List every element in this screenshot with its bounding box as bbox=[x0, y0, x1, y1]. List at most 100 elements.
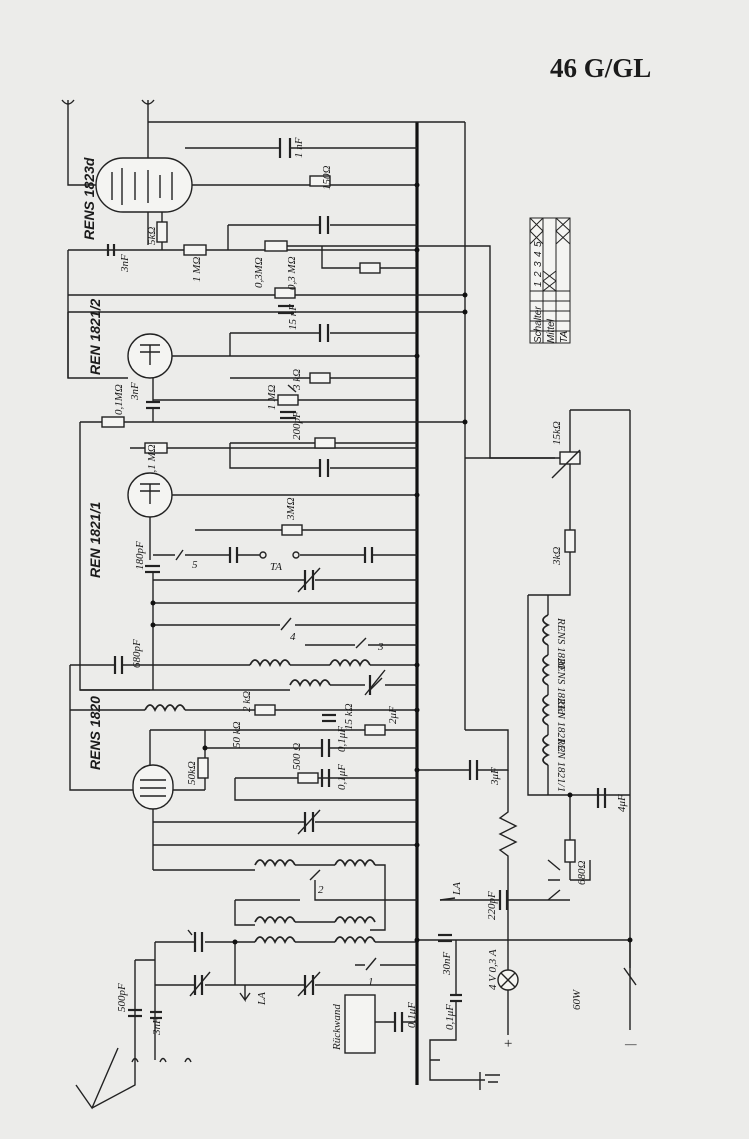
label-30nf: 30nF bbox=[441, 952, 453, 977]
label-150: 150Ω bbox=[321, 166, 333, 191]
label-1nf: 1 nF bbox=[293, 137, 305, 158]
label-01uf-d: 0,1μF bbox=[444, 1004, 456, 1030]
coil-row-4 bbox=[234, 899, 417, 945]
tube-label-4: RENS 1820 bbox=[87, 696, 103, 770]
tube-rens-1820 bbox=[132, 730, 205, 870]
label-50k-b: 50kΩ bbox=[186, 761, 198, 785]
label-3nf-c: 3nF bbox=[151, 1017, 163, 1036]
mains-switch bbox=[623, 940, 637, 1030]
resistor-3m bbox=[195, 524, 417, 536]
junction-dots bbox=[150, 182, 633, 945]
label-1m-b: 1 MΩ bbox=[266, 385, 278, 410]
label-01uf-c: 0,1μF bbox=[406, 1002, 418, 1028]
label-ruckwand: Rückwand bbox=[331, 1004, 343, 1051]
switch-4 bbox=[153, 617, 417, 631]
label-200pf: 200pF bbox=[291, 411, 303, 440]
label-220pf: 220pF bbox=[486, 891, 498, 920]
label-180pf: 180pF bbox=[134, 541, 146, 570]
capacitor-180pf bbox=[145, 564, 160, 690]
capacitor-3nf-c bbox=[150, 1010, 162, 1020]
variable-capacitor-b bbox=[153, 809, 417, 846]
label-5k: 5kΩ bbox=[146, 227, 158, 245]
resistor-3k-b bbox=[528, 529, 576, 596]
resistor-5k bbox=[68, 212, 417, 251]
ground-icon bbox=[429, 1059, 500, 1090]
tube-label-3: REN 1821/1 bbox=[87, 502, 103, 578]
switch-table bbox=[529, 217, 571, 344]
tube-ren-1821-1 bbox=[127, 472, 417, 560]
label-fil-3: REN 1821/2 bbox=[555, 697, 567, 753]
label-3k-b: 3kΩ bbox=[551, 547, 563, 566]
resistor-3k-a bbox=[230, 372, 417, 384]
label-2k: 2 kΩ bbox=[241, 691, 253, 712]
la-arrow-icon bbox=[239, 985, 251, 1003]
label-sw3: 3 bbox=[377, 641, 384, 653]
label-01uf-a: 0,1μF bbox=[336, 726, 348, 752]
label-01m-a: 0,1MΩ bbox=[113, 384, 125, 415]
label-fil-1: RENS 1820 bbox=[555, 617, 567, 670]
switch-1 bbox=[154, 929, 417, 1060]
label-1m-a: 1 MΩ bbox=[191, 257, 203, 282]
page-title: 46 G/GL bbox=[550, 53, 651, 83]
capacitor-15nf bbox=[68, 304, 465, 315]
resistor-load-zigzag bbox=[498, 770, 518, 900]
resistor-500 bbox=[234, 769, 417, 801]
label-2uf: 2μF bbox=[387, 706, 399, 724]
label-03m-b: 0,3 MΩ bbox=[286, 256, 298, 290]
label-3m: 3MΩ bbox=[285, 497, 297, 521]
label-3k-a: 3 kΩ bbox=[291, 369, 303, 391]
label-50k-a: 50 kΩ bbox=[231, 721, 243, 748]
antenna-symbol-icon bbox=[75, 1047, 192, 1110]
table-row-mittel: Mittel bbox=[546, 318, 557, 343]
coil-row-1 bbox=[249, 637, 417, 668]
resistor-50k-b bbox=[197, 757, 209, 779]
label-03m-a: 0,3MΩ bbox=[253, 257, 265, 288]
capacitor-3nf-b bbox=[146, 378, 160, 422]
tube-rens-1823d bbox=[95, 157, 417, 245]
coil-left-2k bbox=[70, 704, 417, 716]
label-680pf: 680pF bbox=[131, 639, 143, 668]
coil-row-3 bbox=[153, 859, 417, 931]
label-15k: 15 kΩ bbox=[343, 703, 355, 730]
rueckwand-block bbox=[344, 994, 417, 1054]
resistor-1m-b bbox=[153, 384, 417, 406]
label-3nf-a: 3nF bbox=[119, 254, 131, 273]
table-col-3: 3 bbox=[533, 261, 544, 267]
label-la-a: LA bbox=[451, 882, 463, 896]
label-sw5: 5 bbox=[192, 559, 198, 571]
label-3nf-b: 3nF bbox=[129, 382, 141, 401]
antenna-terminal-icon bbox=[61, 99, 155, 105]
resistor-150 bbox=[309, 175, 331, 187]
label-4uf: 4μF bbox=[616, 794, 628, 812]
capacitor-200pf bbox=[280, 410, 296, 420]
label-15nf: 15 nF bbox=[287, 304, 299, 330]
table-col-1: 1 bbox=[533, 281, 544, 287]
label-la-b: LA bbox=[256, 992, 268, 1006]
capacitor-500pf bbox=[128, 959, 155, 1060]
resistor-01m-a bbox=[80, 416, 465, 428]
resistor-03m-b bbox=[274, 287, 296, 299]
label-sw2: 2 bbox=[318, 884, 324, 896]
label-60w: 60W bbox=[571, 989, 583, 1010]
label-01m-b: 0,1 MΩ bbox=[146, 444, 158, 478]
table-col-2: 2 bbox=[533, 271, 544, 278]
resistor-680 bbox=[547, 839, 576, 901]
label-680: 680Ω bbox=[576, 861, 588, 886]
label-sw4: 4 bbox=[290, 631, 296, 643]
variable-capacitor-a bbox=[153, 567, 417, 604]
label-ta: TA bbox=[270, 561, 282, 573]
label-plus: + bbox=[503, 1036, 513, 1052]
label-fil-4: REN 1821/1 bbox=[555, 737, 567, 792]
table-col-5: 5 bbox=[533, 241, 544, 247]
resistor-50k-a bbox=[204, 730, 417, 790]
filament-string bbox=[542, 595, 551, 795]
tube-label-2: REN 1821/2 bbox=[87, 299, 103, 375]
label-01uf-b: 0,1μF bbox=[336, 764, 348, 790]
label-500pf: 500pF bbox=[116, 983, 128, 1012]
table-row-ta: TA bbox=[559, 331, 570, 343]
tube-ren-1821-2 bbox=[67, 312, 417, 379]
coil-row-2 bbox=[69, 665, 417, 791]
capacitor-4uf bbox=[569, 788, 607, 881]
resistor-03m-a bbox=[227, 216, 417, 252]
